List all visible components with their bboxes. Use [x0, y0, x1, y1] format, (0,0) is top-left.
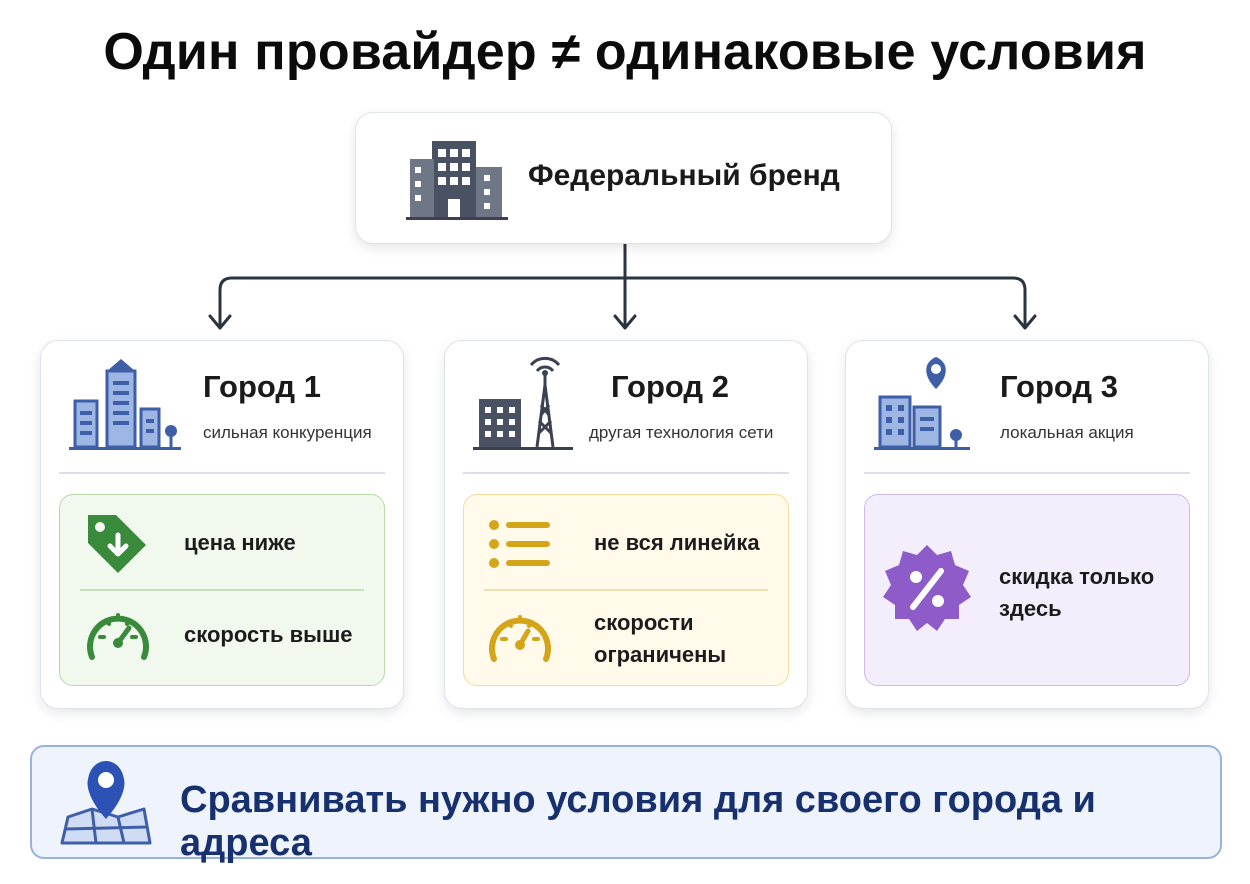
divider [59, 472, 385, 474]
speedometer-low-icon [484, 605, 556, 670]
feature-label: скорости ограничены [594, 610, 727, 667]
city-2-features: не вся линейка скорости ограничены [463, 494, 789, 686]
feature-label: цена ниже [184, 530, 296, 555]
speedometer-icon [82, 603, 154, 668]
city-1-features: цена ниже скорость выше [59, 494, 385, 686]
cell-tower-icon [471, 355, 581, 460]
city-2-card: Город 2 другая технология сети не вся ли… [444, 340, 808, 709]
federal-brand-label: Федеральный бренд [528, 159, 840, 192]
city-3-card: Город 3 локальная акция скидка только зд… [845, 340, 1209, 709]
feature-label: не вся линейка [594, 530, 760, 555]
conclusion-text: Сравнивать нужно условия для своего горо… [180, 779, 1096, 864]
discount-badge-icon [881, 543, 973, 640]
city-2-name: Город 2 [611, 369, 729, 404]
city-2-subtitle: другая технология сети [589, 423, 774, 442]
city-1-card: Город 1 сильная конкуренция цена ниже [40, 340, 404, 709]
city-3-name: Город 3 [1000, 369, 1118, 404]
feature-label: скорость выше [184, 622, 353, 647]
page-title: Один провайдер ≠ одинаковые условия [103, 23, 1147, 81]
divider [864, 472, 1190, 474]
city-location-icon [872, 355, 982, 460]
feature-label: скидка только здесь [999, 564, 1155, 621]
city-3-subtitle: локальная акция [1000, 423, 1134, 442]
city-1-subtitle: сильная конкуренция [203, 423, 372, 442]
city-3-features: скидка только здесь [864, 494, 1190, 686]
city-1-name: Город 1 [203, 369, 321, 404]
divider [484, 589, 768, 591]
divider [463, 472, 789, 474]
city-skyline-icon [67, 355, 187, 460]
divider [80, 589, 364, 591]
map-pin-icon [58, 757, 154, 852]
connector-arrows [208, 240, 1037, 330]
list-icon [488, 519, 552, 574]
federal-brand-card: Федеральный бренд [355, 112, 892, 244]
price-tag-down-icon [82, 509, 150, 582]
conclusion-banner: Сравнивать нужно условия для своего горо… [30, 745, 1222, 864]
office-building-icon [404, 137, 510, 226]
